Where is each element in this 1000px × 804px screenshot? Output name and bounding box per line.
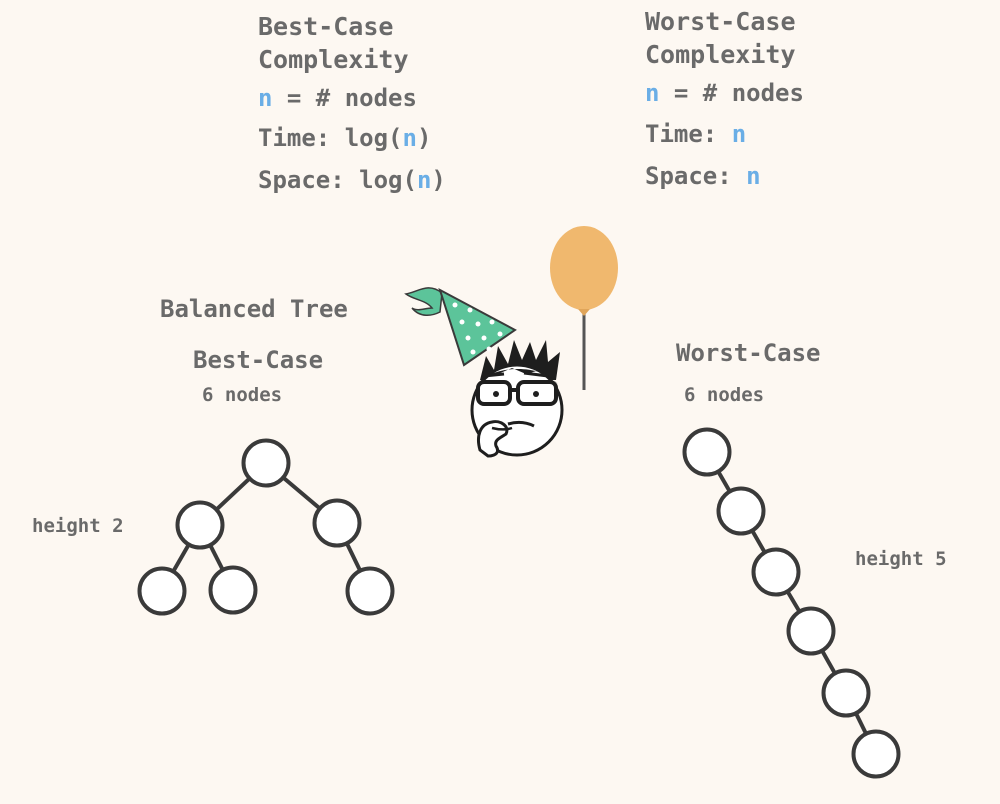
worst-case-title: Worst-Case bbox=[676, 339, 821, 367]
best-case-title: Best-Case bbox=[193, 346, 324, 374]
tree-node bbox=[312, 498, 362, 548]
best-time-complexity: Time: log(n) bbox=[258, 124, 432, 152]
tree-node bbox=[241, 438, 291, 488]
best-case-height-label: height 2 bbox=[32, 515, 124, 537]
tree-node bbox=[751, 547, 801, 597]
worst-case-heading: Worst-Case Complexity bbox=[645, 7, 796, 69]
n-variable: n bbox=[645, 79, 660, 107]
tree-node bbox=[716, 486, 766, 536]
thinking-face-icon bbox=[470, 340, 564, 458]
tree-node bbox=[175, 500, 225, 550]
worst-time-complexity: Time: n bbox=[645, 120, 747, 148]
balanced-tree bbox=[137, 438, 395, 616]
tree-node bbox=[851, 729, 901, 779]
tree-node bbox=[208, 565, 258, 615]
tree-node bbox=[345, 566, 395, 616]
n-variable: n bbox=[258, 84, 273, 112]
tree-node bbox=[786, 606, 836, 656]
tree-node bbox=[821, 668, 871, 718]
worst-case-height-label: height 5 bbox=[855, 548, 947, 570]
balanced-tree-label: Balanced Tree bbox=[160, 295, 348, 323]
party-hat-icon bbox=[404, 287, 517, 367]
worst-case-node-count: 6 nodes bbox=[684, 384, 765, 406]
best-n-definition: n = # nodes bbox=[258, 84, 417, 112]
degenerate-tree bbox=[682, 427, 901, 779]
balloon-icon bbox=[550, 226, 618, 390]
worst-n-definition: n = # nodes bbox=[645, 79, 804, 107]
best-case-heading: Best-Case Complexity bbox=[258, 12, 409, 74]
best-case-node-count: 6 nodes bbox=[202, 384, 283, 406]
tree-node bbox=[682, 427, 732, 477]
tree-node bbox=[137, 566, 187, 616]
worst-space-complexity: Space: n bbox=[645, 162, 761, 190]
best-space-complexity: Space: log(n) bbox=[258, 166, 446, 194]
